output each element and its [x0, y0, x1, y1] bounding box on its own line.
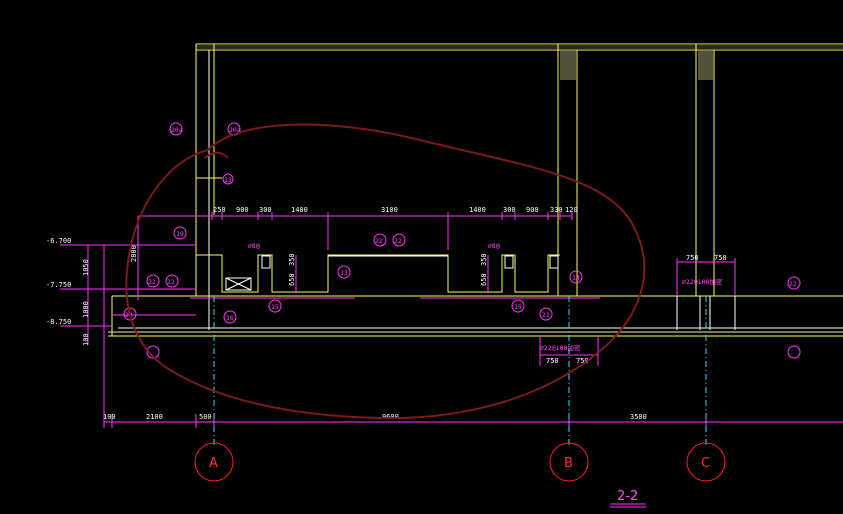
- column-b: [557, 44, 578, 296]
- left-dim-2: 100: [82, 333, 90, 346]
- small-label-1: ⌀8@: [488, 242, 500, 250]
- side-dim-0: 350: [288, 253, 296, 266]
- side-dim-1: 650: [288, 273, 296, 286]
- foundation-slab: [108, 295, 843, 337]
- top-dim-7: 900: [526, 206, 539, 214]
- bubble-8: 22: [789, 280, 797, 288]
- rebar-label-b: ⌀22@100加密: [540, 343, 581, 352]
- left-wall: [195, 44, 222, 330]
- section-title: 2-2: [610, 489, 646, 508]
- bottom-dim-4: 3500: [630, 413, 647, 421]
- bottom-dimension-chain: 100 2100 500 9600 3500: [103, 413, 843, 428]
- b-dim-0: 750: [546, 357, 559, 365]
- grid-bubble-c: [686, 442, 726, 482]
- bubble-11: 15: [271, 303, 279, 311]
- trench-profile: [112, 254, 736, 330]
- bubble-5: 22: [167, 278, 175, 286]
- b-dim-1: 750: [576, 357, 589, 365]
- elevation-2: -7.750: [46, 281, 71, 289]
- bubble-1: 20a: [229, 126, 241, 134]
- left-dim-0: 1050: [82, 259, 90, 276]
- section-title-text: 2-2: [617, 489, 638, 504]
- bubble-0: 20a: [171, 126, 183, 134]
- bubble-13: 16: [226, 314, 234, 322]
- column-c: [695, 44, 715, 296]
- left-dim-3: 2800: [130, 245, 138, 262]
- c-dims: 750 750 ⌀22@100加密: [676, 254, 736, 296]
- top-dim-6: 300: [503, 206, 516, 214]
- elevation-1: -6.700: [46, 237, 71, 245]
- top-dim-3: 1400: [291, 206, 308, 214]
- bottom-dim-3: 9600: [382, 413, 399, 421]
- side-dim-2: 350: [480, 253, 488, 266]
- rebar-label-c: ⌀22@100加密: [682, 277, 723, 286]
- elevation-3: -8.750: [46, 318, 71, 326]
- top-dim-5: 1400: [469, 206, 486, 214]
- small-label-0: ⌀8@: [248, 242, 260, 250]
- bubble-15: 22: [125, 311, 133, 319]
- bubble-9: 13: [340, 269, 348, 277]
- bubble-2: 13: [224, 176, 232, 184]
- grid-label-c: C: [701, 456, 710, 471]
- grid-label-b: B: [564, 456, 573, 471]
- grid-axes: A B C: [194, 296, 726, 482]
- grid-bubble-a: [194, 442, 234, 482]
- bubble-14: 21: [542, 311, 550, 319]
- top-dim-1: 900: [236, 206, 249, 214]
- hand-annotation-loop: [125, 123, 646, 420]
- bottom-dim-1: 2100: [146, 413, 163, 421]
- left-dim-1: 1000: [82, 301, 90, 318]
- bottom-dim-0: 100: [103, 413, 116, 421]
- top-dim-9: 120: [565, 206, 578, 214]
- roof-slab: [196, 43, 843, 51]
- side-dims: 350 650 350 650 ⌀8@ ⌀8@: [248, 242, 500, 292]
- grid-bubble-b: [549, 442, 589, 482]
- b-dims: ⌀22@100加密 750 750: [539, 336, 599, 366]
- top-dim-8: 330: [550, 206, 563, 214]
- bubble-4: 22: [148, 278, 156, 286]
- top-dim-0: 250: [213, 206, 226, 214]
- c-dim-0: 750: [686, 254, 699, 262]
- top-dim-4: 3100: [381, 206, 398, 214]
- bubble-3: 19: [176, 230, 184, 238]
- c-dim-1: 750: [714, 254, 727, 262]
- bottom-dim-2: 500: [199, 413, 212, 421]
- top-dimension-chain: 250 900 300 1400 3100 1400 300 900 330 1…: [137, 206, 578, 300]
- grid-label-a: A: [209, 456, 218, 471]
- bubble-6: 22: [375, 237, 383, 245]
- bubble-12: 15: [514, 303, 522, 311]
- side-dim-3: 650: [480, 273, 488, 286]
- rebar-bubbles: 20a 20a 13 19 22 22 22 22 22 13 14 15 15…: [123, 122, 801, 359]
- top-dim-2: 300: [259, 206, 272, 214]
- bubble-10: 14: [572, 274, 580, 282]
- left-elevations: -6.700 -7.750 -8.750 1050 1000 100 2800: [46, 237, 196, 420]
- bubble-7: 22: [394, 237, 402, 245]
